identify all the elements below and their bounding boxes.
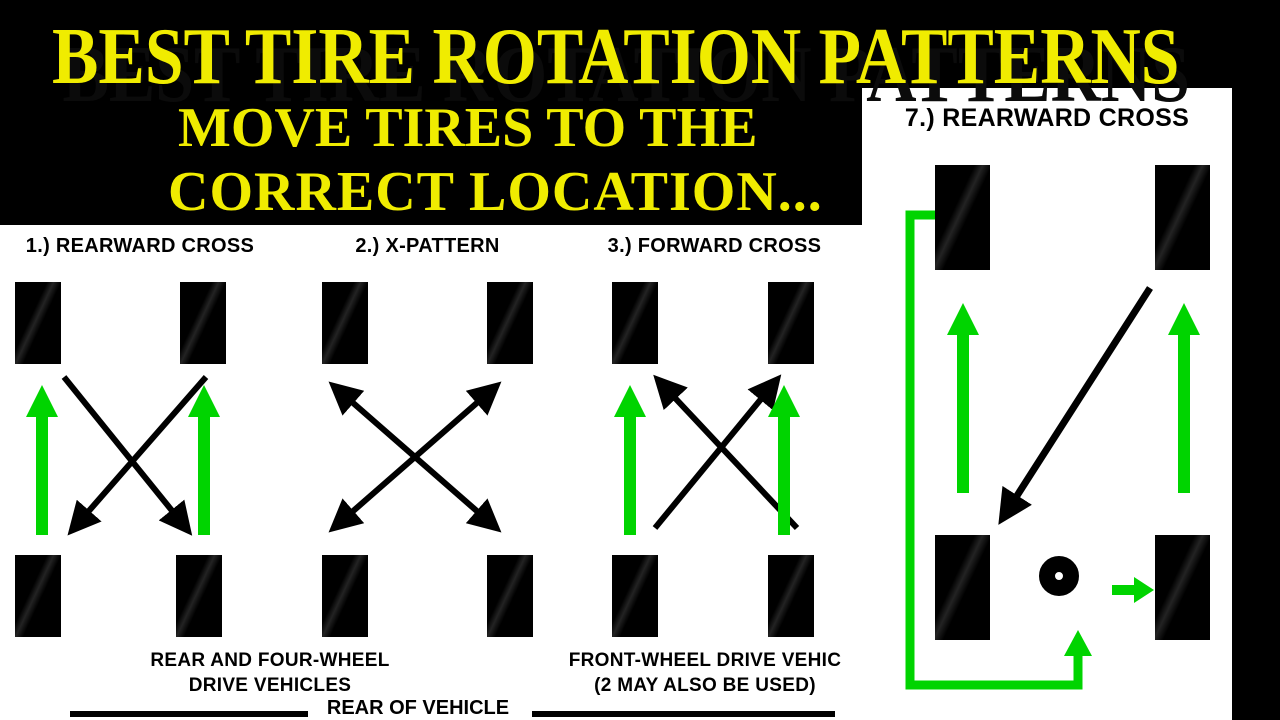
rear-of-vehicle-label: REAR OF VEHICLE	[326, 697, 510, 719]
patterns-panel: 1.) REARWARD CROSS 2.) X-PATTERN 3.) FOR…	[0, 225, 862, 720]
pattern2-title: 2.) X-PATTERN	[355, 235, 500, 257]
subtitle-line1: MOVE TIRES TO THE	[178, 97, 758, 159]
caption-line: (2 MAY ALSO BE USED)	[594, 674, 816, 696]
pattern1-arrows	[26, 375, 220, 536]
tire	[612, 555, 658, 637]
green-up-arrow-icon	[947, 303, 979, 493]
tire	[1155, 535, 1210, 640]
green-up-arrow-icon	[26, 385, 58, 535]
x-arrow-icon	[413, 381, 502, 460]
rear-of-vehicle-line	[532, 711, 835, 717]
tire	[487, 282, 533, 364]
caption-line: REAR AND FOUR-WHEEL	[150, 650, 390, 671]
side-panel-title: 7.) REARWARD CROSS	[904, 104, 1190, 132]
tire	[1155, 165, 1210, 270]
rotation-arrows-graphic	[26, 374, 800, 536]
green-right-arrow-icon	[1112, 577, 1154, 603]
black-diagonal-arrow-icon	[998, 286, 1153, 525]
cross-arrow-icon	[61, 375, 193, 536]
cross-arrow-icon	[652, 374, 782, 530]
rear-of-vehicle-line	[70, 711, 308, 717]
pattern3-title: 3.) FORWARD CROSS	[607, 235, 822, 257]
tire	[612, 282, 658, 364]
x-arrow-icon	[328, 454, 417, 533]
caption-rear-four-wheel: REAR AND FOUR-WHEEL DRIVE VEHICLES	[95, 649, 445, 698]
caption-line: FRONT-WHEEL DRIVE VEHIC	[568, 650, 842, 671]
spare-tire-icon	[1039, 556, 1079, 596]
tire	[176, 555, 222, 637]
pattern1-title: 1.) REARWARD CROSS	[25, 235, 255, 257]
tire	[935, 535, 990, 640]
pattern2-arrows	[328, 381, 502, 533]
tire	[768, 282, 814, 364]
cross-arrow-icon	[67, 375, 209, 536]
caption-line: DRIVE VEHICLES	[188, 674, 352, 696]
green-up-arrow-icon	[768, 385, 800, 535]
green-up-arrowhead-icon	[1064, 630, 1092, 656]
green-up-arrow-icon	[614, 385, 646, 535]
tire	[935, 165, 990, 270]
tire	[15, 282, 61, 364]
pattern3-arrows	[614, 374, 800, 535]
x-arrow-icon	[328, 381, 417, 460]
green-route-path	[905, 210, 1083, 690]
x-arrow-icon	[413, 454, 502, 533]
caption-front-wheel: FRONT-WHEEL DRIVE VEHIC (2 MAY ALSO BE U…	[530, 649, 862, 698]
tire	[768, 555, 814, 637]
rearward-cross-arrows-graphic	[905, 210, 1200, 690]
subtitle-line2: CORRECT LOCATION...	[168, 161, 823, 223]
green-up-arrow-icon	[1168, 303, 1200, 493]
green-up-arrow-icon	[188, 385, 220, 535]
tire	[322, 282, 368, 364]
tire	[322, 555, 368, 637]
tire	[15, 555, 61, 637]
tire	[180, 282, 226, 364]
rearward-cross-panel: 7.) REARWARD CROSS	[862, 88, 1232, 720]
cross-arrow-icon	[653, 374, 800, 531]
tire	[487, 555, 533, 637]
